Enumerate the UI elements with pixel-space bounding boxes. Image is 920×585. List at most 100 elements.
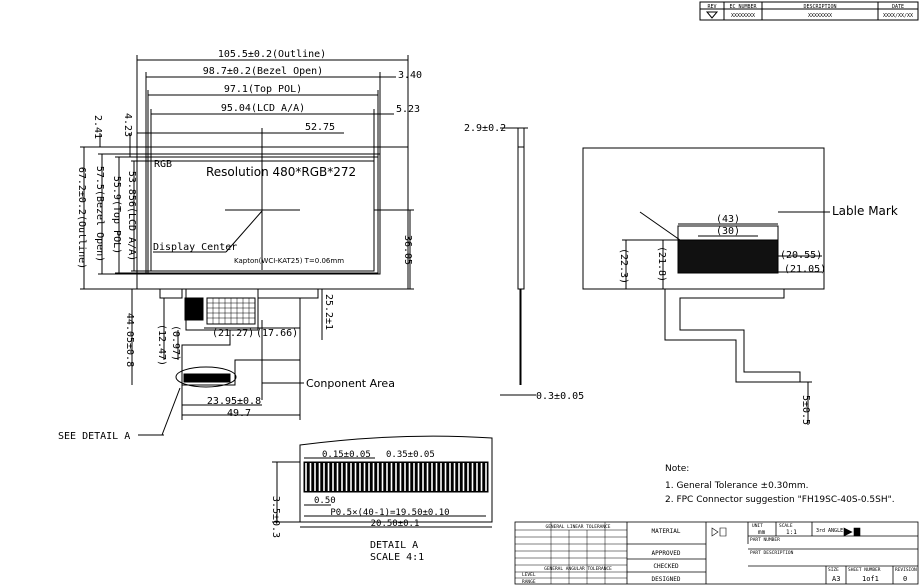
dim-21-05: (21.05) (784, 264, 826, 275)
dim-fpc-21-27: (21.27) (212, 328, 254, 339)
kapton-label: Kapton(WCI-KAT25) T=0.06mm (234, 257, 344, 265)
dim-23-95: 23.95±0.8 (207, 396, 261, 407)
date-value: XXXX/XX/XX (883, 13, 913, 19)
dim-lcd-aa-height: 53.856(LCD A/A) (126, 171, 137, 261)
dim-top-pol-width: 97.1(Top POL) (224, 84, 302, 95)
size-value: A3 (832, 575, 840, 583)
projection-symbol-icon (711, 527, 727, 537)
unit-label: UNIT (752, 523, 763, 529)
dim-center-x: 52.75 (305, 122, 335, 133)
dim-thickness: 2.9±0.2 (464, 123, 506, 134)
range-label: RANGE (522, 579, 536, 585)
notes-heading: Note: (665, 464, 689, 474)
dim-outline-width: 105.5±0.2(Outline) (218, 49, 326, 60)
size-label: SIZE (828, 567, 839, 573)
rgb-label: RGB (154, 159, 172, 170)
top-pol-rect (147, 156, 379, 274)
label-mark-area (677, 239, 779, 274)
dim-43: (43) (716, 214, 740, 225)
detail-a-circle (175, 366, 237, 388)
dim-30: (30) (716, 226, 740, 237)
angle-label: 3rd ANGLE (816, 528, 843, 534)
revision-label: REVISION (895, 567, 917, 573)
fpc-tail (181, 298, 301, 386)
material-label: MATERIAL (652, 528, 681, 535)
ang-header: GENERAL ANGULAR TOLERANCE (544, 566, 612, 572)
dim-44-05: 44.05±0.8 (124, 313, 135, 367)
dim-top-pol-height: 55.9(Top POL) (111, 176, 122, 254)
dim-12-47: (12.47) (156, 324, 167, 366)
scale-value: 1:1 (786, 529, 797, 536)
front-view: RGB Resolution 480*RGB*272 Display Cente… (58, 49, 422, 442)
dim-4-23: 4.23 (122, 113, 133, 137)
note-2: 2. FPC Connector suggestion "FH19SC-40S-… (665, 495, 895, 505)
detail-a: 0.15±0.05 0.35±0.05 3.5±0.3 0.50 P0.5×(4… (270, 435, 493, 563)
dim-0-97: (0.97) (170, 325, 181, 361)
side-panel (517, 146, 525, 290)
back-outline (582, 147, 825, 290)
sheet-value: 1of1 (862, 575, 879, 583)
detail-a-scale: SCALE 4:1 (370, 552, 424, 563)
level-label: LEVEL (522, 572, 536, 578)
detail-a-title: DETAIL A (370, 540, 418, 551)
dim-fpc-17-66: (17.66) (256, 328, 298, 339)
dim-5: 5±0.5 (800, 395, 811, 425)
side-view: 2.9±0.2 0.3±0.05 (464, 123, 584, 402)
component-area-label: Conponent Area (306, 377, 395, 390)
fpc-contacts (183, 373, 231, 383)
description-value: XXXXXXXX (808, 13, 832, 19)
ec-number: XXXXXXXX (731, 13, 755, 19)
dim-fpc-thickness: 0.3±0.05 (536, 391, 584, 402)
back-view: (43) (30) Lable Mark (22.3) (21.8) (20.5… (582, 147, 898, 425)
dim-0-50: 0.50 (314, 496, 336, 506)
part-desc-label: PART DESCRIPTION (750, 550, 794, 556)
dim-pitch-total: P0.5×(40-1)=19.50±0.10 (330, 508, 449, 518)
sheet-label: SHEET NUMBER (848, 567, 881, 573)
resolution-text: Resolution 480*RGB*272 (206, 165, 356, 179)
display-center-label: Display Center (153, 242, 237, 253)
notes: Note: 1. General Tolerance ±0.30mm. 2. F… (665, 464, 895, 505)
back-fpc (664, 289, 801, 383)
dim-pitch-a: 0.15±0.05 (322, 450, 371, 460)
dim-3-5: 3.5±0.3 (270, 496, 281, 538)
dim-25-2: 25.2±1 (323, 294, 334, 330)
note-1: 1. General Tolerance ±0.30mm. (665, 481, 809, 491)
dim-pitch-b: 0.35±0.05 (386, 450, 435, 460)
dim-lcd-aa-width: 95.04(LCD A/A) (221, 103, 305, 114)
dim-3-40: 3.40 (398, 70, 422, 81)
bezel-open-rect (145, 153, 381, 275)
label-mark-text: Lable Mark (832, 204, 898, 218)
date-header: DATE (892, 4, 904, 10)
dim-20-55: (20.55) (780, 250, 822, 261)
fpc-component-black (184, 297, 204, 321)
scale-label: SCALE (779, 523, 793, 529)
tol-header: GENERAL LINEAR TOLERANCE (545, 524, 610, 530)
revision-table: REV EC NUMBER DESCRIPTION DATE XXXXXXXX … (699, 1, 919, 21)
dim-bezel-height: 57.5(Bezel Open) (94, 166, 105, 262)
title-block: GENERAL LINEAR TOLERANCE GENERAL ANGULAR… (514, 521, 919, 585)
rev-triangle-icon (705, 11, 719, 19)
rev-header: REV (707, 4, 716, 10)
dim-22-3: (22.3) (618, 248, 629, 284)
revision-value: 0 (903, 575, 907, 583)
designed-label: DESIGNED (652, 576, 681, 583)
ec-header: EC NUMBER (729, 4, 757, 10)
unit-value: mm (758, 529, 766, 536)
dim-2-41: 2.41 (92, 115, 103, 139)
outline-rect (136, 146, 409, 290)
checked-label: CHECKED (653, 563, 679, 570)
description-header: DESCRIPTION (803, 4, 836, 10)
dim-bezel-width: 98.7±0.2(Bezel Open) (203, 66, 323, 77)
dim-5-23: 5.23 (396, 104, 420, 115)
dim-center-y: 36.05 (402, 235, 413, 265)
see-detail-a: SEE DETAIL A (58, 431, 130, 442)
dim-49-7: 49.7 (227, 408, 251, 419)
dim-20-50: 20.50±0.1 (371, 519, 420, 529)
part-number-label: PART NUMBER (750, 537, 780, 543)
approved-label: APPROVED (652, 550, 681, 557)
third-angle-icon (843, 527, 861, 537)
dim-21-8: (21.8) (656, 246, 667, 282)
dim-outline-height: 67.2±0.2(Outline) (76, 167, 87, 269)
detail-a-outline (299, 435, 493, 523)
